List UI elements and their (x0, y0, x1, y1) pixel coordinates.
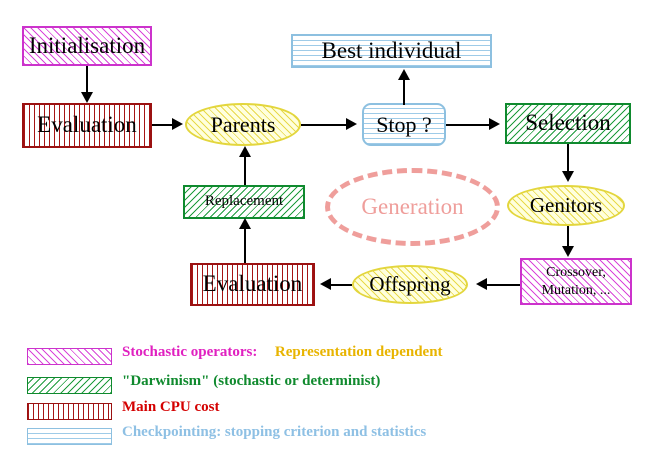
arrow-genitors-to-crossover-line (567, 226, 569, 247)
node-stop[interactable]: Stop ? (362, 103, 446, 146)
node-evaluation-top[interactable]: Evaluation (22, 103, 152, 148)
legend-swatch-checkpointing (27, 428, 112, 445)
arrow-stop-to-selection-head (489, 118, 500, 130)
arrow-evaluation-to-parents-head (172, 118, 183, 130)
node-offspring-label: Offspring (369, 272, 451, 297)
legend-label-darwinism: "Darwinism" (stochastic or determinist) (122, 373, 381, 389)
node-best-individual-label: Best individual (321, 37, 462, 63)
arrow-selection-to-genitors-head (562, 171, 574, 182)
node-genitors[interactable]: Genitors (507, 185, 625, 226)
arrow-evaluation-to-parents-line (152, 124, 173, 126)
arrow-genitors-to-crossover-head (562, 246, 574, 257)
node-generation: Generation (325, 168, 500, 246)
node-crossover-mutation[interactable]: Crossover, Mutation, ... (520, 258, 632, 305)
legend-label-checkpointing: Checkpointing: stopping criterion and st… (122, 424, 427, 440)
arrow-evaluation-to-replacement-head (239, 218, 251, 229)
legend-label-stochastic-operators: Stochastic operators: Representation dep… (122, 344, 443, 361)
arrow-offspring-to-evaluation-line (331, 284, 352, 286)
node-parents-label: Parents (210, 111, 276, 137)
arrow-stop-to-selection-line (446, 124, 490, 126)
arrow-initialisation-to-evaluation-line (86, 66, 88, 93)
node-evaluation-bottom-label: Evaluation (202, 271, 303, 297)
node-selection-label: Selection (525, 110, 611, 136)
node-evaluation-bottom[interactable]: Evaluation (190, 263, 315, 306)
legend-swatch-stochastic-operators (27, 348, 112, 365)
node-replacement[interactable]: Replacement (183, 185, 305, 219)
node-initialisation[interactable]: Initialisation (22, 26, 152, 66)
arrow-parents-to-stop-line (301, 124, 347, 126)
arrow-evaluation-to-replacement-line (244, 229, 246, 263)
legend-label-stochastic-operators-primary: Stochastic operators: (122, 344, 258, 360)
node-best-individual[interactable]: Best individual (291, 34, 492, 68)
legend-swatch-darwinism (27, 377, 112, 394)
arrow-initialisation-to-evaluation-head (81, 92, 93, 103)
node-stop-label: Stop ? (376, 111, 432, 137)
arrow-selection-to-genitors-line (567, 144, 569, 172)
arrow-stop-to-best-individual-head (398, 69, 410, 80)
arrow-offspring-to-evaluation-head (320, 278, 331, 290)
node-offspring[interactable]: Offspring (352, 265, 468, 304)
node-selection[interactable]: Selection (505, 103, 631, 144)
legend-label-main-cpu-cost: Main CPU cost (122, 399, 220, 415)
node-initialisation-label: Initialisation (28, 32, 146, 58)
arrow-replacement-to-parents-line (244, 157, 246, 185)
arrow-stop-to-best-individual-line (403, 80, 405, 105)
arrow-crossover-to-offspring-line (487, 284, 520, 286)
legend-swatch-main-cpu-cost (27, 403, 112, 420)
arrow-parents-to-stop-head (346, 118, 357, 130)
arrow-replacement-to-parents-head (239, 146, 251, 157)
node-parents[interactable]: Parents (185, 103, 301, 146)
arrow-crossover-to-offspring-head (476, 278, 487, 290)
node-replacement-label: Replacement (204, 193, 284, 210)
node-genitors-label: Genitors (529, 193, 603, 218)
node-crossover-mutation-label: Crossover, Mutation, ... (541, 265, 611, 298)
node-generation-label: Generation (361, 194, 464, 219)
legend-label-stochastic-operators-secondary: Representation dependent (274, 344, 443, 360)
node-evaluation-top-label: Evaluation (37, 112, 137, 138)
